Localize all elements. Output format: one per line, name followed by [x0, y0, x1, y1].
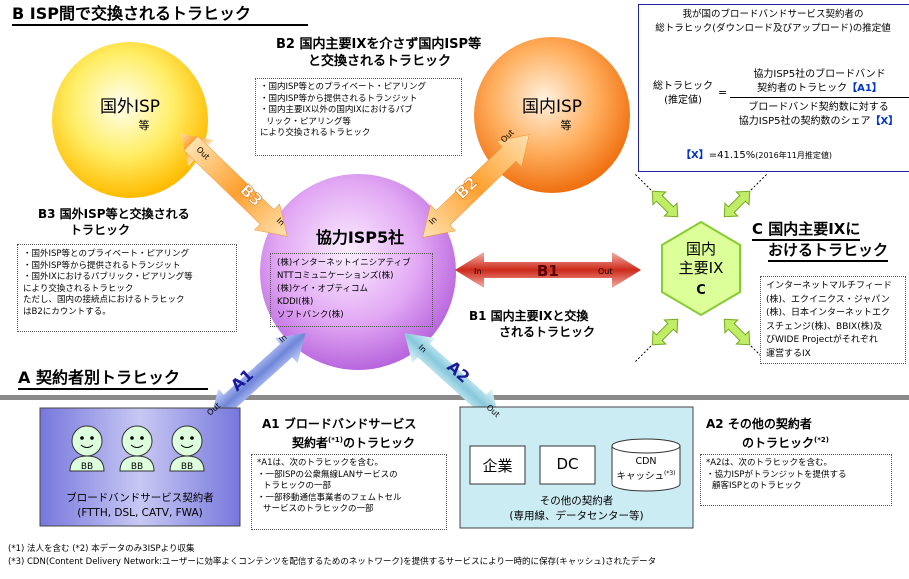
- formula-header: 我が国のブロードバンドサービス契約者の 総トラヒック(ダウンロード及びアップロー…: [655, 9, 891, 34]
- a1-in-label: In: [277, 333, 289, 345]
- footnotes: (*1) 法人を含む (*2) 本データのみ3ISPより収集 (*3) CDN(…: [8, 544, 657, 567]
- section-c-title: C 国内主要IXに おけるトラヒック: [752, 220, 889, 262]
- a1-arrow: [210, 333, 306, 419]
- bb-user-icon: [119, 425, 155, 472]
- cdn-label: CDN キャッシュ(*3): [616, 456, 676, 483]
- bb-user-icon: [69, 425, 105, 472]
- b1-title: B1 国内主要IXと交換 されるトラヒック: [469, 309, 596, 339]
- foreign-isp-circle: [52, 42, 208, 198]
- dc-box: [539, 445, 596, 485]
- a2-arrow: [404, 333, 500, 419]
- foreign-isp-label: 国外ISP 等: [99, 97, 161, 132]
- bb-user-icon: [169, 425, 205, 472]
- b1-in-label: In: [474, 267, 481, 276]
- enterprise-box: [469, 445, 526, 485]
- ix-code: C: [696, 283, 706, 298]
- formula-x-value: 【X】=41.15%(2016年11月推定値): [681, 150, 833, 161]
- b2-arrow: [422, 134, 530, 238]
- b1-arrow: [455, 252, 641, 288]
- formula-numerator: 協力ISP5社のブロードバンド 契約者のトラヒック【A1】: [753, 69, 886, 94]
- domestic-isp-label: 国内ISP 等: [521, 97, 583, 132]
- formula-fraction-bar: [730, 97, 909, 98]
- b3-arrow: [180, 133, 288, 237]
- ix-hexagon: [661, 220, 741, 317]
- cooperative-isp-name: 協力ISP5社: [315, 228, 405, 247]
- cooperative-isp-circle: [260, 174, 456, 370]
- b2-notes: ・国内ISP等とのプライベート・ピアリング ・国内ISP等から提供されるトランジ…: [255, 78, 462, 156]
- a1-notes: *A1は、次のトラヒックを含む。 ・一部ISPの公衆無線LANサービスの トラヒ…: [251, 454, 447, 530]
- b3-title: B3 国外ISP等と交換される トラヒック: [38, 207, 190, 237]
- bb-user-label: BB: [180, 462, 194, 472]
- ix-green-arrows: [634, 173, 768, 363]
- a2-title: A2 その他の契約者 のトラヒック(*2): [706, 417, 829, 450]
- section-a-title: A 契約者別トラヒック: [18, 368, 208, 390]
- b1-out-label: Out: [598, 267, 613, 276]
- b1-arrow-label: B1: [537, 262, 559, 280]
- ix-label: 国内 主要IX: [678, 240, 724, 277]
- broadband-caption: ブロードバンドサービス契約者 (FTTH, DSL, CATV, FWA): [66, 492, 214, 519]
- formula-box: [638, 4, 909, 172]
- b3-notes: ・国外ISP等とのプライベート・ピアリング ・国外ISP等から提供されるトランジ…: [17, 244, 237, 332]
- a2-notes: *A2は、次のトラヒックを含む。 ・協力ISPがトランジットを提供する 顧客IS…: [700, 454, 892, 506]
- a1-title: A1 ブロードバンドサービス 契約者(*1)のトラヒック: [262, 417, 417, 450]
- formula-denominator: ブロードバンド契約数に対する 協力ISP5社の契約数のシェア【X】: [738, 102, 899, 127]
- dc-label: DC: [556, 455, 579, 473]
- cdn-cylinder-icon: [611, 438, 681, 492]
- section-b-title: B ISP間で交換されるトラヒック: [12, 4, 308, 26]
- other-subscriber-caption: その他の契約者 (専用線、データセンター等): [509, 495, 644, 522]
- section-c-notes: インターネットマルチフィード (株)、エクイニクス・ジャパン (株)、日本インタ…: [760, 276, 906, 364]
- formula-equals: =: [718, 86, 728, 99]
- b3-in-label: In: [275, 216, 287, 228]
- cooperative-members: (株)インターネットイニシアティブ NTTコミュニケーションズ(株) (株)ケイ…: [270, 253, 433, 327]
- b2-in-label: In: [427, 215, 439, 227]
- section-divider: [0, 395, 909, 400]
- a2-in-label: In: [417, 343, 429, 355]
- b2-title: B2 国内主要IXを介さず国内ISP等 と交換されるトラヒック: [276, 37, 482, 69]
- formula-lhs: 総トラヒック (推定値): [653, 81, 713, 106]
- bb-user-label: BB: [130, 462, 144, 472]
- enterprise-label: 企業: [482, 457, 513, 475]
- bb-user-label: BB: [80, 462, 94, 472]
